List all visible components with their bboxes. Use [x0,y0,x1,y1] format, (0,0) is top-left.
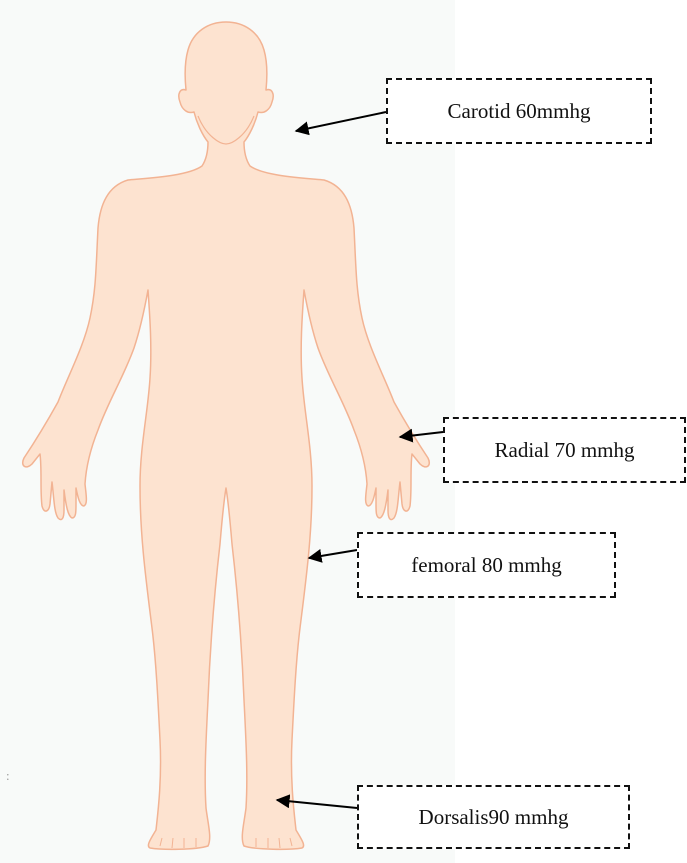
femoral-pulse-text: femoral 80 mmhg [411,553,561,578]
femoral-pointer-arrow [309,550,357,558]
body-silhouette [23,22,430,849]
dorsalis-pulse-label: Dorsalis90 mmhg [357,785,630,849]
dorsalis-pulse-text: Dorsalis90 mmhg [419,805,569,830]
femoral-pulse-label: femoral 80 mmhg [357,532,616,598]
radial-pulse-label: Radial 70 mmhg [443,417,686,483]
carotid-pulse-label: Carotid 60mmhg [386,78,652,144]
carotid-pointer-arrow [296,112,386,131]
stray-mark: : [6,768,10,784]
carotid-pulse-text: Carotid 60mmhg [448,99,591,124]
radial-pulse-text: Radial 70 mmhg [495,438,635,463]
